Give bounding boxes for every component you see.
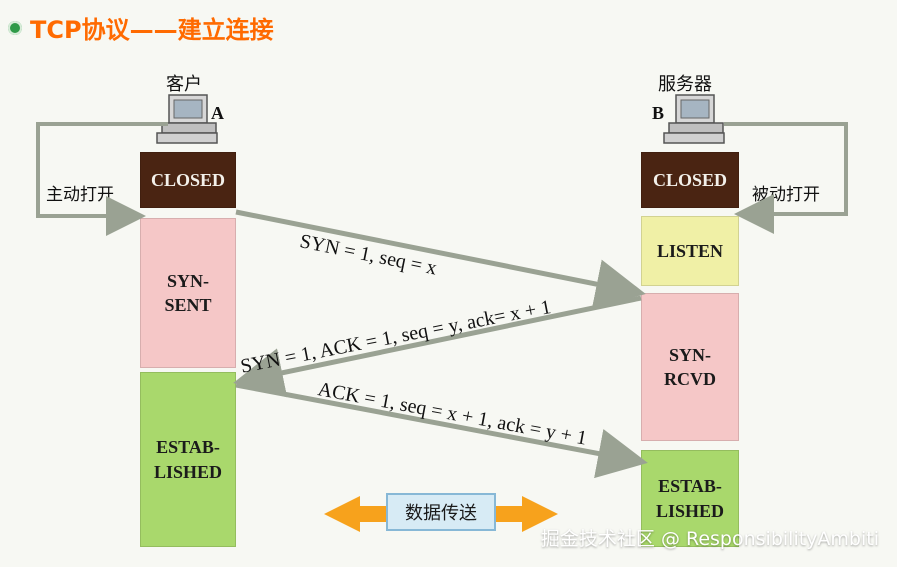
client-syn-sent-label: SYN- SENT: [164, 269, 211, 318]
ack-arrow: [235, 382, 648, 479]
server-computer-icon: [663, 94, 725, 144]
client-label: 客户: [166, 74, 202, 95]
server-established-label: ESTAB- LISHED: [656, 474, 724, 523]
server-syn-rcvd-line-1: SYN-: [668, 344, 711, 365]
server-label: 服务器: [658, 74, 712, 95]
data-transfer-arrow: [324, 496, 558, 532]
client-computer-icon: [156, 94, 218, 144]
server-listen-text: LISTEN: [656, 240, 724, 261]
client-syn-sent-state: SYN- SENT: [140, 218, 236, 368]
client-closed-text: CLOSED: [150, 169, 226, 190]
active-open-loop: [36, 122, 168, 236]
server-syn-rcvd-label: SYN- RCVD: [664, 343, 716, 392]
passive-open-loop: [724, 122, 848, 234]
title-bullet-icon: [8, 20, 22, 35]
server-established-line-2: LISHED: [655, 500, 725, 521]
server-established-state: ESTAB- LISHED: [641, 450, 739, 547]
data-transfer-box: 数据传送: [386, 493, 496, 531]
syn-arrow: [235, 209, 646, 309]
client-syn-sent-line-2: SENT: [164, 295, 212, 315]
server-listen-state: LISTEN: [641, 216, 739, 286]
page-title: TCP协议——建立连接: [30, 16, 274, 44]
syn-ack-arrow: [233, 295, 642, 398]
watermark-text: 掘金技术社区 @ ResponsibilityAmbiti: [540, 528, 879, 550]
server-tag: B: [652, 103, 665, 123]
server-syn-rcvd-state: SYN- RCVD: [641, 293, 739, 441]
server-syn-rcvd-line-2: RCVD: [664, 369, 716, 389]
client-syn-sent-line-1: SYN-: [166, 270, 209, 291]
left-action-label: 主动打开: [46, 185, 114, 205]
client-established-label: ESTAB- LISHED: [154, 435, 222, 484]
client-established-line-2: LISHED: [153, 461, 223, 482]
client-established-state: ESTAB- LISHED: [140, 372, 236, 547]
server-established-line-1: ESTAB-: [658, 476, 722, 497]
data-transfer-label: 数据传送: [405, 503, 477, 524]
client-closed-state: CLOSED: [140, 152, 236, 208]
client-tag: A: [211, 103, 224, 123]
title-row: TCP协议——建立连接: [8, 10, 274, 45]
server-closed-text: CLOSED: [652, 169, 728, 190]
server-closed-state: CLOSED: [641, 152, 739, 208]
client-established-line-1: ESTAB-: [156, 437, 220, 458]
